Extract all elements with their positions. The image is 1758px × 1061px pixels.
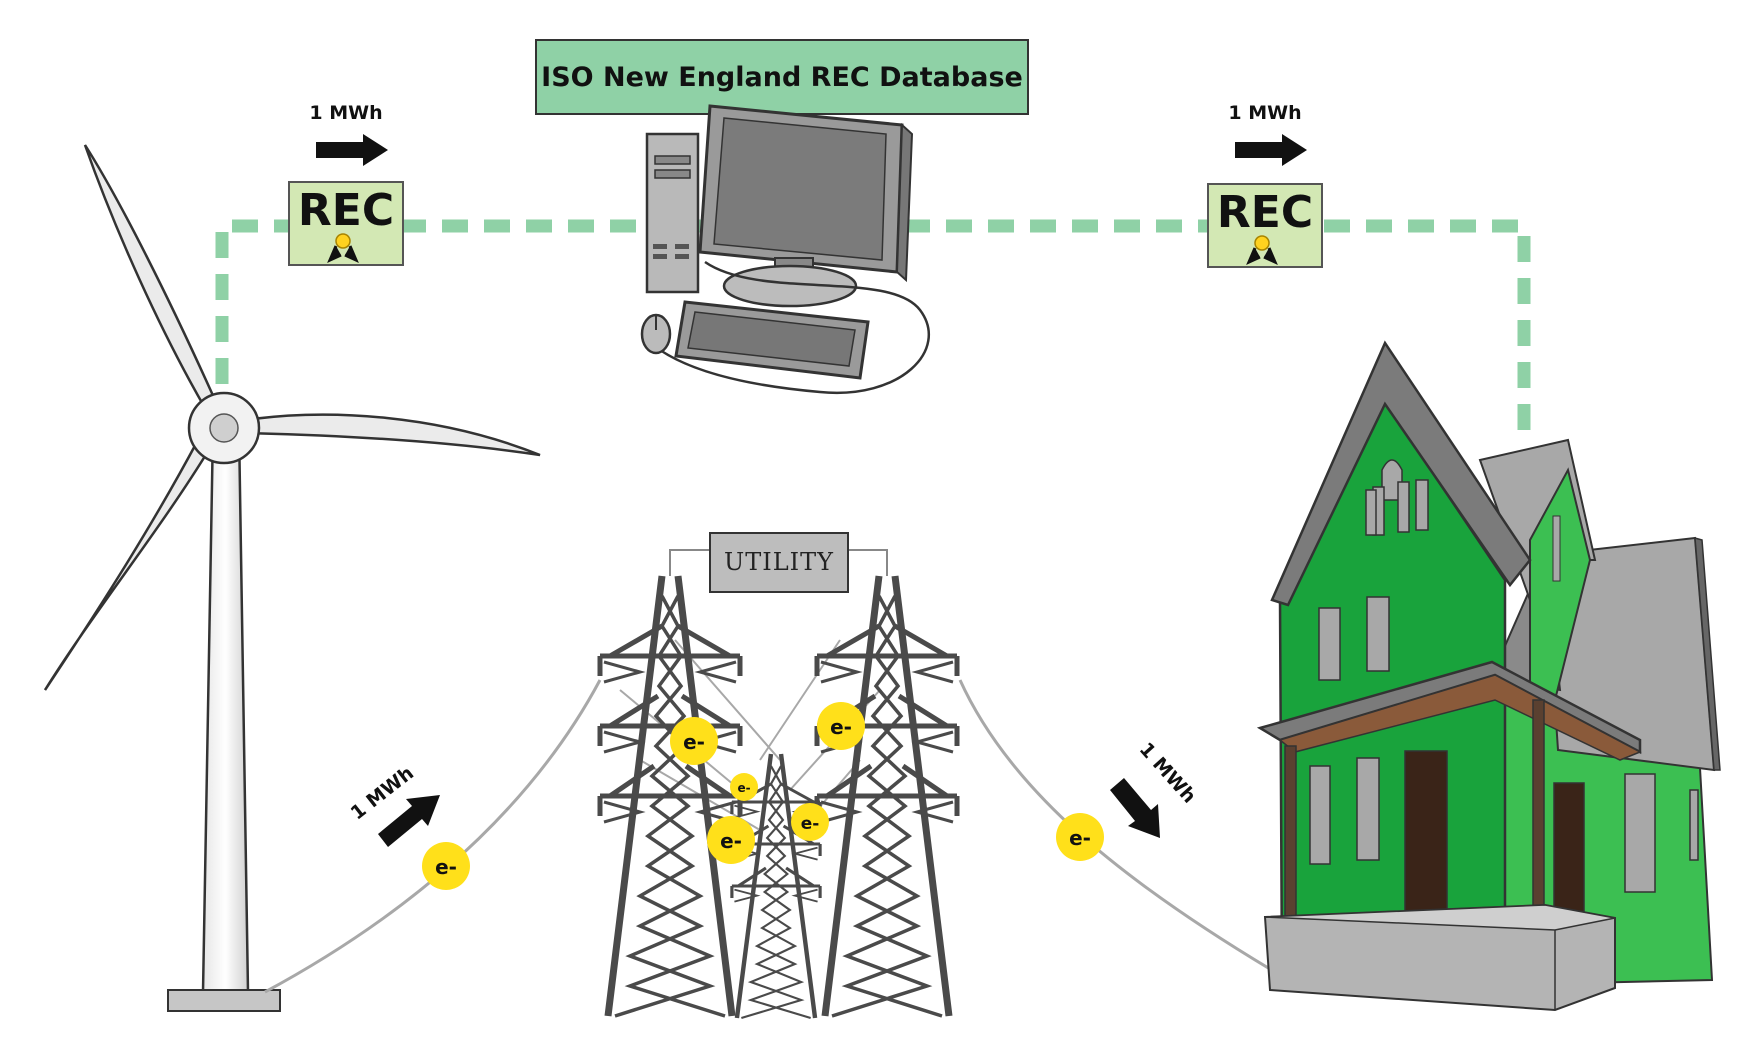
database-title-box: ISO New England REC Database [535,39,1029,115]
svg-text:e-: e- [830,715,852,739]
svg-text:e-: e- [801,814,820,834]
svg-text:e-: e- [737,781,750,795]
electron: e- [707,816,755,864]
power-line-left [264,679,602,994]
rec-right-label: REC [1217,187,1313,238]
transmission-tower-icon [600,576,957,1018]
arrow-icon [378,795,440,847]
rec-certificate-left: 1 MWh REC [288,102,404,266]
utility-box: UTILITY [669,532,888,593]
wind-turbine-icon [43,144,541,1012]
electron: e- [817,702,865,750]
power-flow-right: 1 MWh [1110,738,1200,838]
database-title: ISO New England REC Database [541,62,1023,93]
power-flow-left: 1 MWh [347,762,440,847]
arrow-icon [1235,134,1307,166]
svg-text:e-: e- [683,730,705,754]
power-line-right [958,679,1281,977]
award-ribbon-icon [327,233,359,263]
arrow-icon [1110,778,1160,838]
electrons: e- e- e- e- e- e- e- [422,702,1104,890]
electron: e- [730,773,758,801]
svg-text:e-: e- [1069,826,1091,850]
electron: e- [791,803,829,841]
rec-certificate-right: 1 MWh REC [1207,102,1323,268]
house-icon [1256,340,1721,1012]
electron: e- [670,717,718,765]
arrow-icon [316,134,388,166]
electron: e- [422,842,470,890]
svg-text:e-: e- [720,829,742,853]
utility-label: UTILITY [724,548,834,576]
award-ribbon-icon [1246,235,1278,265]
rec-right-flow-label: 1 MWh [1228,102,1301,124]
power-right-flow-label: 1 MWh [1135,738,1200,807]
electron: e- [1056,813,1104,861]
rec-left-label: REC [298,185,394,236]
svg-text:e-: e- [435,855,457,879]
computer-icon [640,104,931,395]
rec-left-flow-label: 1 MWh [309,102,382,124]
